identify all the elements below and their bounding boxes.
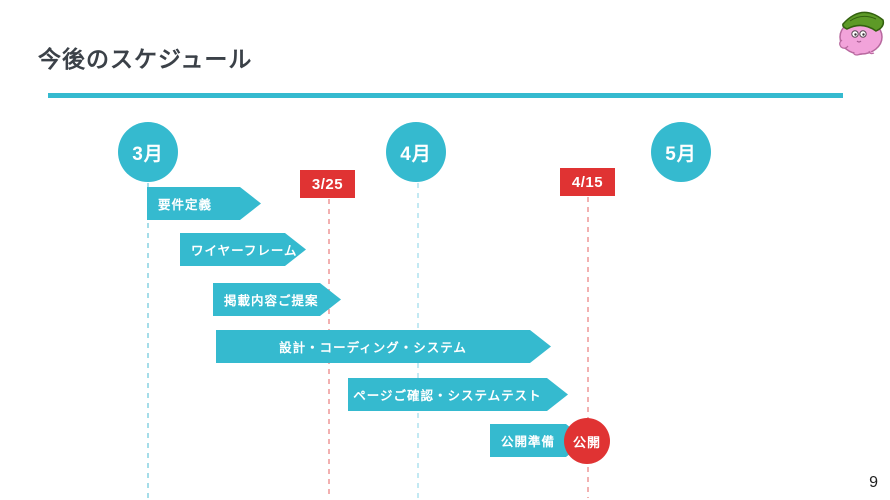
task-arrow-requirements: 要件定義	[147, 187, 261, 220]
task-arrow-design-coding-system: 設計・コーディング・システム	[216, 330, 551, 363]
month-circle-march: 3月	[118, 122, 178, 182]
month-circle-may: 5月	[651, 122, 711, 182]
page-number: 9	[869, 474, 878, 491]
date-marker-3-25: 3/25	[300, 170, 355, 198]
milestone-circle-release: 公開	[564, 418, 610, 464]
task-arrow-wireframe: ワイヤーフレーム	[180, 233, 306, 266]
guide-line-4-15	[587, 197, 589, 498]
date-marker-4-15: 4/15	[560, 168, 615, 196]
page-title: 今後のスケジュール	[38, 46, 253, 72]
pink-mascot-with-leaf-icon	[839, 11, 885, 56]
task-arrow-content-proposal: 掲載内容ご提案	[213, 283, 341, 316]
month-circle-april: 4月	[386, 122, 446, 182]
title-underline-rule	[48, 93, 843, 98]
guide-line-march	[147, 183, 149, 498]
task-arrow-page-check-system-test: ページご確認・システムテスト	[348, 378, 568, 411]
